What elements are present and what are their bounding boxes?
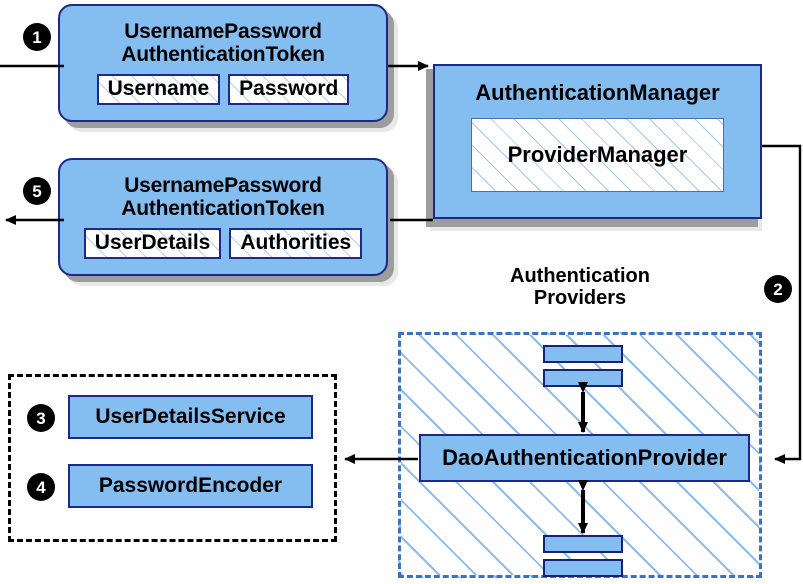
provider-stub-top-2[interactable] (543, 369, 623, 387)
slot-user-details[interactable]: UserDetails (83, 227, 222, 259)
provider-stub-top-1[interactable] (543, 345, 623, 363)
provider-manager-label: ProviderManager (507, 142, 688, 167)
badge-step-1: 1 (24, 24, 50, 50)
request-token-node[interactable]: UsernamePassword AuthenticationToken Use… (58, 4, 388, 122)
password-encoder-label: PasswordEncoder (98, 474, 283, 497)
user-details-service-label: UserDetailsService (95, 405, 286, 428)
badge-step-5: 5 (24, 178, 50, 204)
response-token-slots: UserDetails Authorities (83, 227, 363, 259)
slot-authorities[interactable]: Authorities (229, 227, 363, 259)
dao-authentication-provider-label: DaoAuthenticationProvider (442, 445, 727, 470)
user-details-service-node[interactable]: UserDetailsService (68, 395, 313, 439)
badge-step-4: 4 (28, 474, 54, 500)
provider-manager-panel[interactable]: ProviderManager (471, 118, 724, 192)
request-token-slots: Username Password (96, 73, 350, 105)
response-token-node[interactable]: UsernamePassword AuthenticationToken Use… (58, 158, 388, 276)
dao-authentication-provider-node[interactable]: DaoAuthenticationProvider (419, 434, 750, 482)
wire-manager-to-provider (762, 144, 802, 464)
badge-step-2: 2 (765, 276, 791, 302)
provider-stub-bottom-2[interactable] (543, 559, 623, 577)
request-token-title: UsernamePassword AuthenticationToken (121, 20, 325, 66)
badge-step-3: 3 (28, 405, 54, 431)
provider-stub-bottom-1[interactable] (543, 535, 623, 553)
authentication-manager-node[interactable]: AuthenticationManager ProviderManager (433, 64, 762, 219)
response-token-title: UsernamePassword AuthenticationToken (121, 174, 325, 220)
authentication-providers-label: Authentication Providers (510, 265, 650, 309)
slot-password[interactable]: Password (228, 73, 350, 105)
password-encoder-node[interactable]: PasswordEncoder (68, 464, 313, 508)
authentication-manager-title: AuthenticationManager (475, 80, 720, 105)
slot-username[interactable]: Username (96, 73, 221, 105)
